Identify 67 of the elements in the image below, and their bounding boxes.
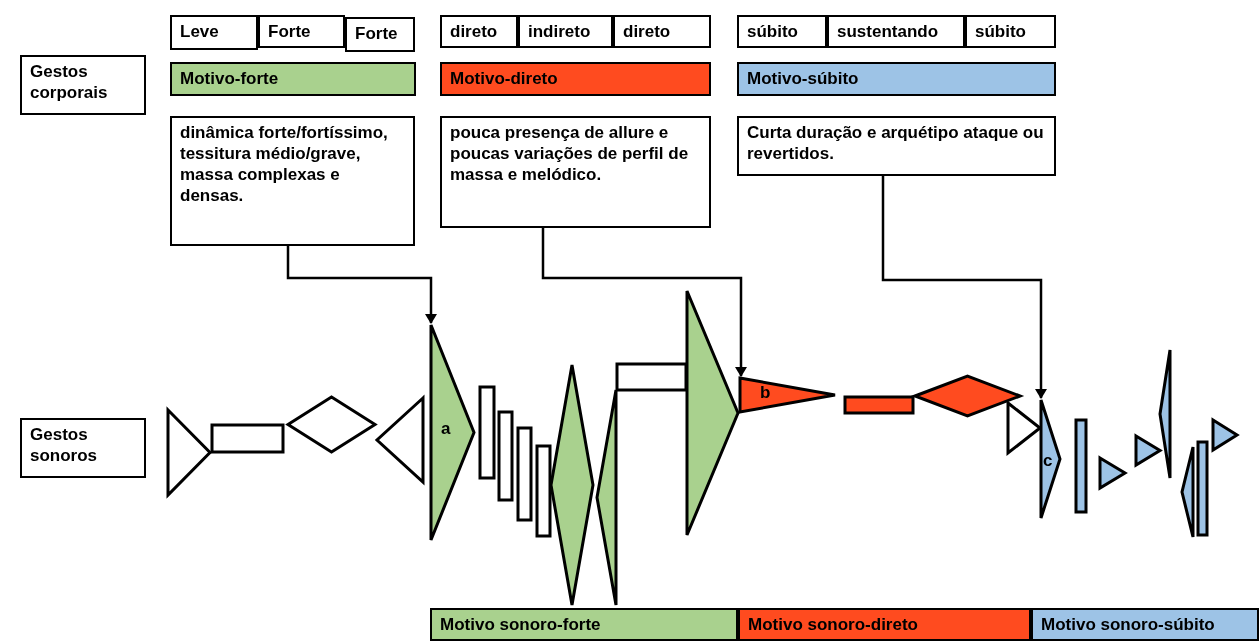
triangle-shape xyxy=(1213,420,1237,450)
box-label: Leve xyxy=(180,21,220,42)
shape-letter: c xyxy=(1043,452,1053,470)
rectangle-shape xyxy=(518,428,531,520)
text-box xyxy=(737,116,1056,176)
text-box xyxy=(737,15,827,48)
shape-letter: a xyxy=(441,420,451,438)
rectangle-shape xyxy=(617,364,686,390)
box-label: súbito xyxy=(975,21,1027,42)
diamond-shape xyxy=(551,365,593,605)
triangle-shape xyxy=(597,390,616,605)
rectangle-shape xyxy=(1076,420,1086,512)
box-label: Curta duração e arquétipo ataque ou revertidos. xyxy=(747,122,1045,164)
text-box xyxy=(20,418,146,478)
box-label: Motivo sonoro-súbito xyxy=(1041,614,1216,635)
motif-band xyxy=(737,62,1056,96)
motif-band xyxy=(440,62,711,96)
rectangle-shape xyxy=(537,446,550,536)
arrow xyxy=(881,176,1047,399)
triangle-shape xyxy=(1160,350,1170,478)
box-label: Gestos corporais xyxy=(30,61,109,103)
arrow xyxy=(541,228,747,377)
rectangle-shape xyxy=(845,397,913,413)
rectangle-shape xyxy=(499,412,512,500)
box-label: Gestos sonoros xyxy=(30,424,99,466)
triangle-shape xyxy=(740,378,835,412)
motif-band xyxy=(738,608,1031,641)
box-label: Motivo-súbito xyxy=(747,68,860,89)
box-label: Motivo-forte xyxy=(180,68,280,89)
text-box xyxy=(518,15,613,48)
text-box xyxy=(440,15,518,48)
triangle-shape xyxy=(1041,400,1060,518)
box-label: direto xyxy=(450,21,499,42)
motif-band xyxy=(1031,608,1259,641)
text-box xyxy=(258,15,345,48)
rectangle-shape xyxy=(1198,442,1207,535)
text-box xyxy=(170,116,415,246)
text-box xyxy=(170,15,258,50)
triangle-shape xyxy=(1136,436,1160,465)
triangle-shape xyxy=(687,291,738,535)
triangle-shape xyxy=(431,325,474,540)
rectangle-shape xyxy=(212,425,283,452)
text-box xyxy=(827,15,965,48)
text-box xyxy=(345,17,415,52)
box-label: direto xyxy=(623,21,672,42)
box-label: Forte xyxy=(355,23,399,44)
box-label: Motivo sonoro-forte xyxy=(440,614,602,635)
motif-band xyxy=(170,62,416,96)
shape-letter: b xyxy=(760,384,771,402)
box-label: pouca presença de allure e poucas variações de perfil de massa e melódico. xyxy=(450,122,690,185)
diamond-shape xyxy=(288,397,375,452)
box-label: Motivo-direto xyxy=(450,68,559,89)
text-box xyxy=(440,116,711,228)
text-box xyxy=(613,15,711,48)
rectangle-shape xyxy=(480,387,494,478)
triangle-shape xyxy=(1182,447,1193,537)
box-label: Motivo sonoro-direto xyxy=(748,614,919,635)
triangle-shape xyxy=(1100,458,1125,488)
text-box xyxy=(965,15,1056,48)
arrow xyxy=(286,246,437,324)
box-label: indireto xyxy=(528,21,592,42)
box-label: sustentando xyxy=(837,21,940,42)
triangle-shape xyxy=(1008,403,1040,453)
box-label: Forte xyxy=(268,21,312,42)
text-box xyxy=(20,55,146,115)
box-label: dinâmica forte/fortíssimo, tessitura médio/grave, massa complexas e densas. xyxy=(180,122,389,206)
box-label: súbito xyxy=(747,21,799,42)
